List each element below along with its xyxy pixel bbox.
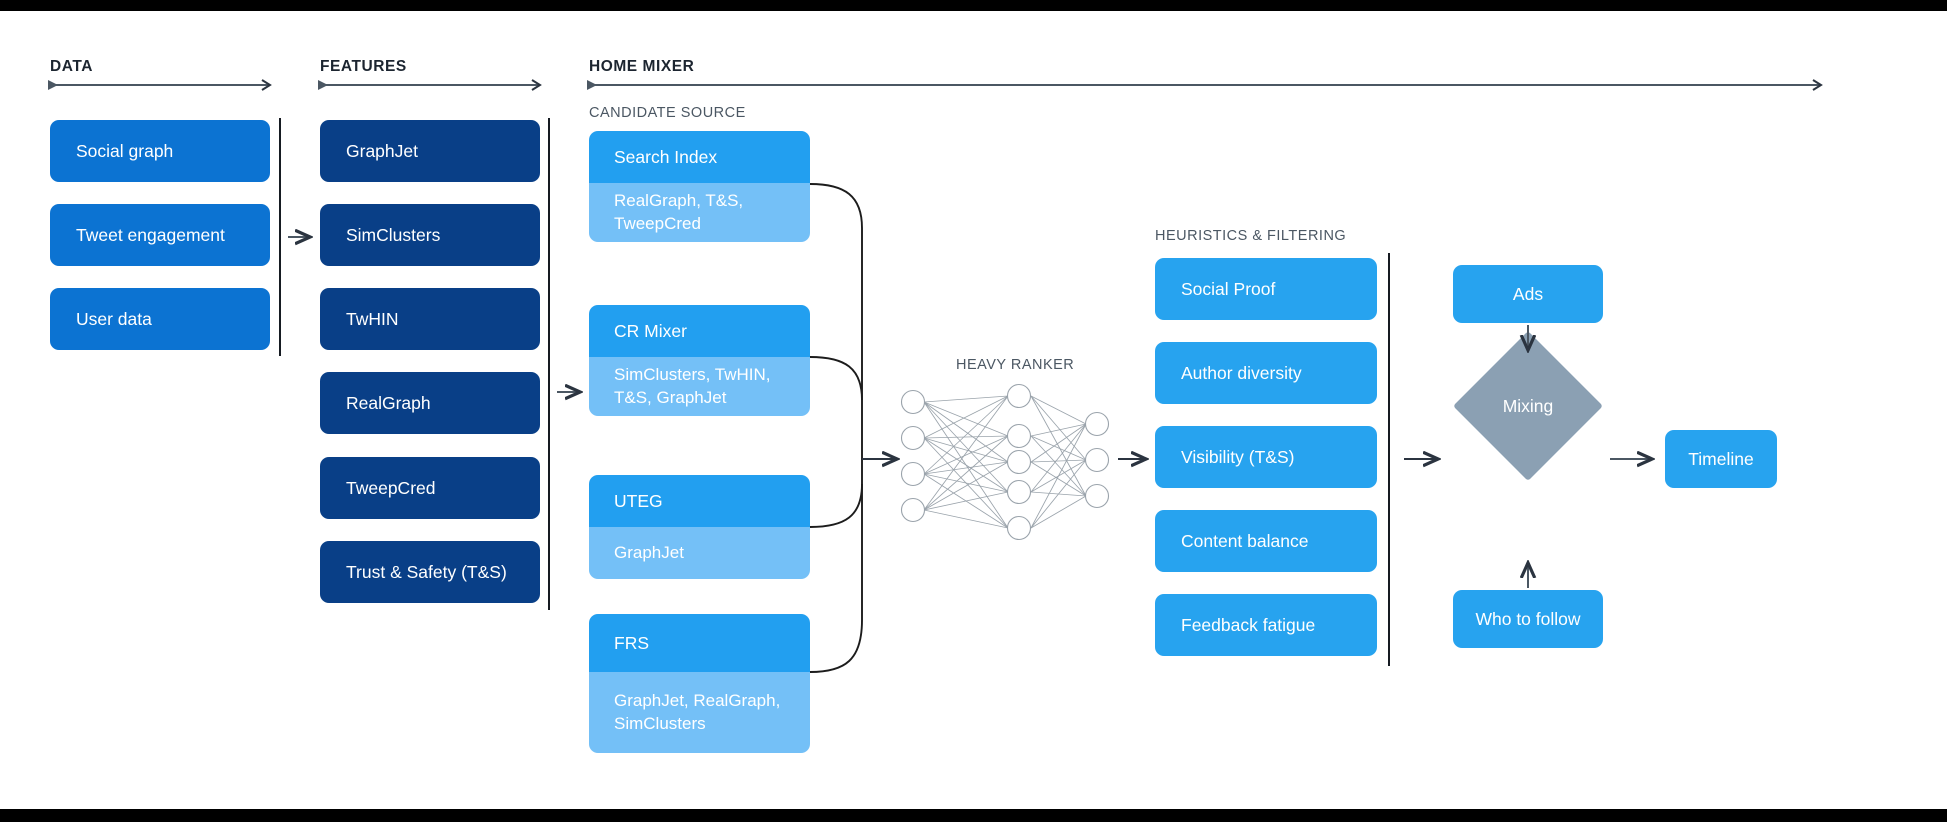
who-to-follow-box[interactable]: Who to follow bbox=[1453, 590, 1603, 648]
nn-output-node bbox=[1084, 447, 1110, 473]
candidate-source-card-frs[interactable]: FRS GraphJet, RealGraph, SimClusters bbox=[589, 614, 810, 753]
candidate-source-title: Search Index bbox=[589, 131, 810, 183]
nn-hidden-node bbox=[1006, 449, 1032, 475]
connector-candidate-sources-merge bbox=[809, 183, 863, 673]
subtitle-heuristics: HEURISTICS & FILTERING bbox=[1155, 228, 1347, 244]
heavy-ranker-nodes bbox=[900, 383, 1110, 541]
nn-hidden-node bbox=[1006, 423, 1032, 449]
candidate-source-card-uteg[interactable]: UTEG GraphJet bbox=[589, 475, 810, 579]
feature-box-label: Trust & Safety (T&S) bbox=[346, 561, 507, 582]
divider-heuristics-mixing bbox=[1388, 253, 1390, 666]
candidate-source-title: UTEG bbox=[589, 475, 810, 527]
timeline-label: Timeline bbox=[1688, 448, 1754, 469]
heuristic-box-label: Visibility (T&S) bbox=[1181, 446, 1295, 467]
ads-box-label: Ads bbox=[1512, 283, 1544, 304]
axis-arrow-data bbox=[48, 78, 276, 92]
candidate-source-features: GraphJet, RealGraph, SimClusters bbox=[589, 672, 810, 753]
feature-box-label: GraphJet bbox=[346, 140, 418, 161]
feature-box-label: TwHIN bbox=[346, 308, 399, 329]
letterbox-bottom bbox=[0, 809, 1947, 822]
section-title-home-mixer: HOME MIXER bbox=[589, 58, 695, 75]
who-to-follow-label: Who to follow bbox=[1475, 608, 1581, 629]
feature-box-label: RealGraph bbox=[346, 392, 431, 413]
candidate-source-features: RealGraph, T&S, TweepCred bbox=[589, 183, 810, 242]
data-box-label: User data bbox=[76, 308, 152, 329]
feature-box-label: SimClusters bbox=[346, 224, 441, 245]
heuristic-box-label: Feedback fatigue bbox=[1181, 614, 1316, 635]
feature-box-label: TweepCred bbox=[346, 477, 436, 498]
data-box-label: Social graph bbox=[76, 140, 174, 161]
heuristic-box-feedback-fatigue[interactable]: Feedback fatigue bbox=[1155, 594, 1377, 656]
mixing-label: Mixing bbox=[1502, 395, 1554, 416]
ads-box[interactable]: Ads bbox=[1453, 265, 1603, 323]
heuristic-box-label: Content balance bbox=[1181, 530, 1309, 551]
axis-arrow-features bbox=[318, 78, 546, 92]
feature-box-twhin[interactable]: TwHIN bbox=[320, 288, 540, 350]
subtitle-heavy-ranker: HEAVY RANKER bbox=[956, 357, 1075, 373]
candidate-source-features: GraphJet bbox=[589, 527, 810, 579]
heuristic-box-label: Author diversity bbox=[1181, 362, 1302, 383]
feature-box-graphjet[interactable]: GraphJet bbox=[320, 120, 540, 182]
section-title-features: FEATURES bbox=[320, 58, 407, 75]
candidate-source-card-search-index[interactable]: Search Index RealGraph, T&S, TweepCred bbox=[589, 131, 810, 242]
divider-data-features bbox=[279, 118, 281, 356]
feature-box-tweepcred[interactable]: TweepCred bbox=[320, 457, 540, 519]
data-box-label: Tweet engagement bbox=[76, 224, 225, 245]
nn-input-node bbox=[900, 497, 926, 523]
nn-hidden-node bbox=[1006, 515, 1032, 541]
heuristic-box-content-balance[interactable]: Content balance bbox=[1155, 510, 1377, 572]
data-box-user-data[interactable]: User data bbox=[50, 288, 270, 350]
candidate-source-title: FRS bbox=[589, 614, 810, 672]
heuristic-box-label: Social Proof bbox=[1181, 278, 1276, 299]
divider-features-home-mixer bbox=[548, 118, 550, 610]
data-box-tweet-engagement[interactable]: Tweet engagement bbox=[50, 204, 270, 266]
nn-hidden-node bbox=[1006, 479, 1032, 505]
nn-output-node bbox=[1084, 411, 1110, 437]
feature-box-simclusters[interactable]: SimClusters bbox=[320, 204, 540, 266]
nn-hidden-node bbox=[1006, 383, 1032, 409]
letterbox-top bbox=[0, 0, 1947, 11]
heavy-ranker-network bbox=[900, 383, 1110, 541]
heuristic-box-author-diversity[interactable]: Author diversity bbox=[1155, 342, 1377, 404]
nn-output-node bbox=[1084, 483, 1110, 509]
heuristic-box-visibility[interactable]: Visibility (T&S) bbox=[1155, 426, 1377, 488]
subtitle-candidate-source: CANDIDATE SOURCE bbox=[589, 105, 746, 121]
data-box-social-graph[interactable]: Social graph bbox=[50, 120, 270, 182]
feature-box-trust-safety[interactable]: Trust & Safety (T&S) bbox=[320, 541, 540, 603]
timeline-box[interactable]: Timeline bbox=[1665, 430, 1777, 488]
heavy-ranker-edges bbox=[923, 395, 1087, 529]
nn-input-node bbox=[900, 389, 926, 415]
candidate-source-title: CR Mixer bbox=[589, 305, 810, 357]
candidate-source-card-cr-mixer[interactable]: CR Mixer SimClusters, TwHIN, T&S, GraphJ… bbox=[589, 305, 810, 416]
section-title-data: DATA bbox=[50, 58, 93, 75]
feature-box-realgraph[interactable]: RealGraph bbox=[320, 372, 540, 434]
axis-arrow-home-mixer bbox=[587, 78, 1827, 92]
nn-input-node bbox=[900, 425, 926, 451]
candidate-source-features: SimClusters, TwHIN, T&S, GraphJet bbox=[589, 357, 810, 416]
heuristic-box-social-proof[interactable]: Social Proof bbox=[1155, 258, 1377, 320]
nn-input-node bbox=[900, 461, 926, 487]
